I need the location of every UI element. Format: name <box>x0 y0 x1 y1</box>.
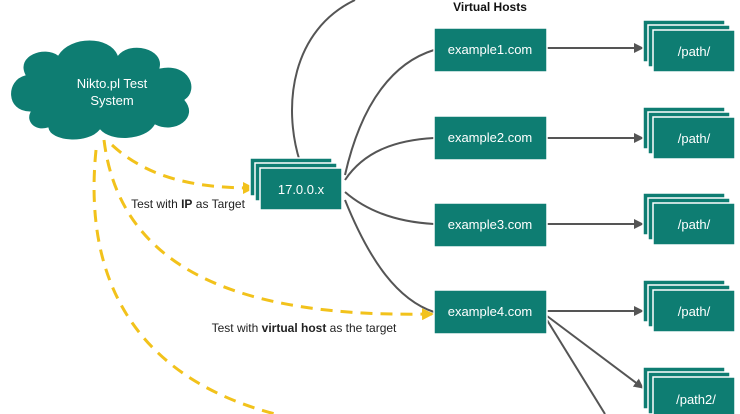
connector-example4-path2 <box>546 315 644 389</box>
ip-node: 17.0.0.x <box>249 157 343 211</box>
path-label-example2: /path/ <box>678 131 711 146</box>
path-node-example4: /path/ <box>642 279 736 333</box>
path-node-example3: /path/ <box>642 192 736 246</box>
dashed-ip-test <box>110 143 255 194</box>
cloud-shape <box>10 39 193 141</box>
test-system-cloud: Nikto.pl Test System <box>10 39 193 141</box>
path-label-example4: /path/ <box>678 304 711 319</box>
host-label-example2: example2.com <box>448 130 533 145</box>
host-box-example2: example2.com <box>433 115 548 161</box>
connector-example4-down <box>546 319 606 414</box>
host-label-example1: example1.com <box>448 42 533 57</box>
path-label-example1: /path/ <box>678 44 711 59</box>
path-node-example1: /path/ <box>642 19 736 73</box>
ip-test-label: Test with IP as Target <box>131 197 246 211</box>
dashed-vhost-test <box>102 139 434 321</box>
dashed-bottom-test <box>92 149 276 414</box>
connector-ip-example2 <box>344 137 435 181</box>
host-label-example4: example4.com <box>448 304 533 319</box>
path-node-example4-path2: /path2/ <box>642 366 736 414</box>
path2-label: /path2/ <box>676 392 716 407</box>
test-paths <box>92 139 434 414</box>
connector-ip-example3 <box>344 191 435 225</box>
cloud-label-line2: System <box>90 93 133 108</box>
host-box-example3: example3.com <box>433 202 548 248</box>
host-box-example1: example1.com <box>433 27 548 73</box>
cloud-label-line1: Nikto.pl Test <box>77 76 148 91</box>
connectors <box>291 0 644 414</box>
connector-ip-example1 <box>344 49 435 176</box>
connector-ip-example4 <box>344 199 435 313</box>
virtual-hosts-heading: Virtual Hosts <box>453 0 527 14</box>
vhost-test-label: Test with virtual host as the target <box>212 321 397 335</box>
ip-node-label: 17.0.0.x <box>278 182 325 197</box>
host-label-example3: example3.com <box>448 217 533 232</box>
path-label-example3: /path/ <box>678 217 711 232</box>
path-node-example2: /path/ <box>642 106 736 160</box>
connector-loop-top <box>291 0 356 163</box>
host-box-example4: example4.com <box>433 289 548 335</box>
